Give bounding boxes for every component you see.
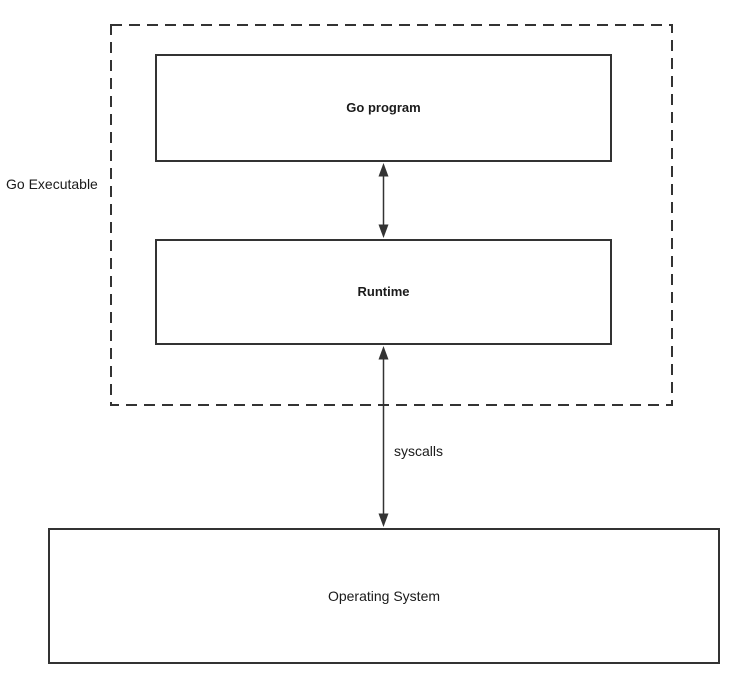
operating-system-label: Operating System [327, 587, 441, 604]
go-executable-label: Go Executable [6, 176, 98, 192]
arrow-program-runtime-icon [378, 163, 389, 238]
arrow-runtime-os-icon [378, 346, 389, 527]
operating-system-box: Operating System [48, 528, 720, 664]
runtime-label: Runtime [357, 284, 410, 300]
syscalls-label: syscalls [392, 443, 446, 459]
go-program-box: Go program [155, 54, 612, 162]
go-program-label: Go program [346, 100, 421, 116]
runtime-box: Runtime [155, 239, 612, 345]
go-executable-boundary [110, 24, 673, 406]
